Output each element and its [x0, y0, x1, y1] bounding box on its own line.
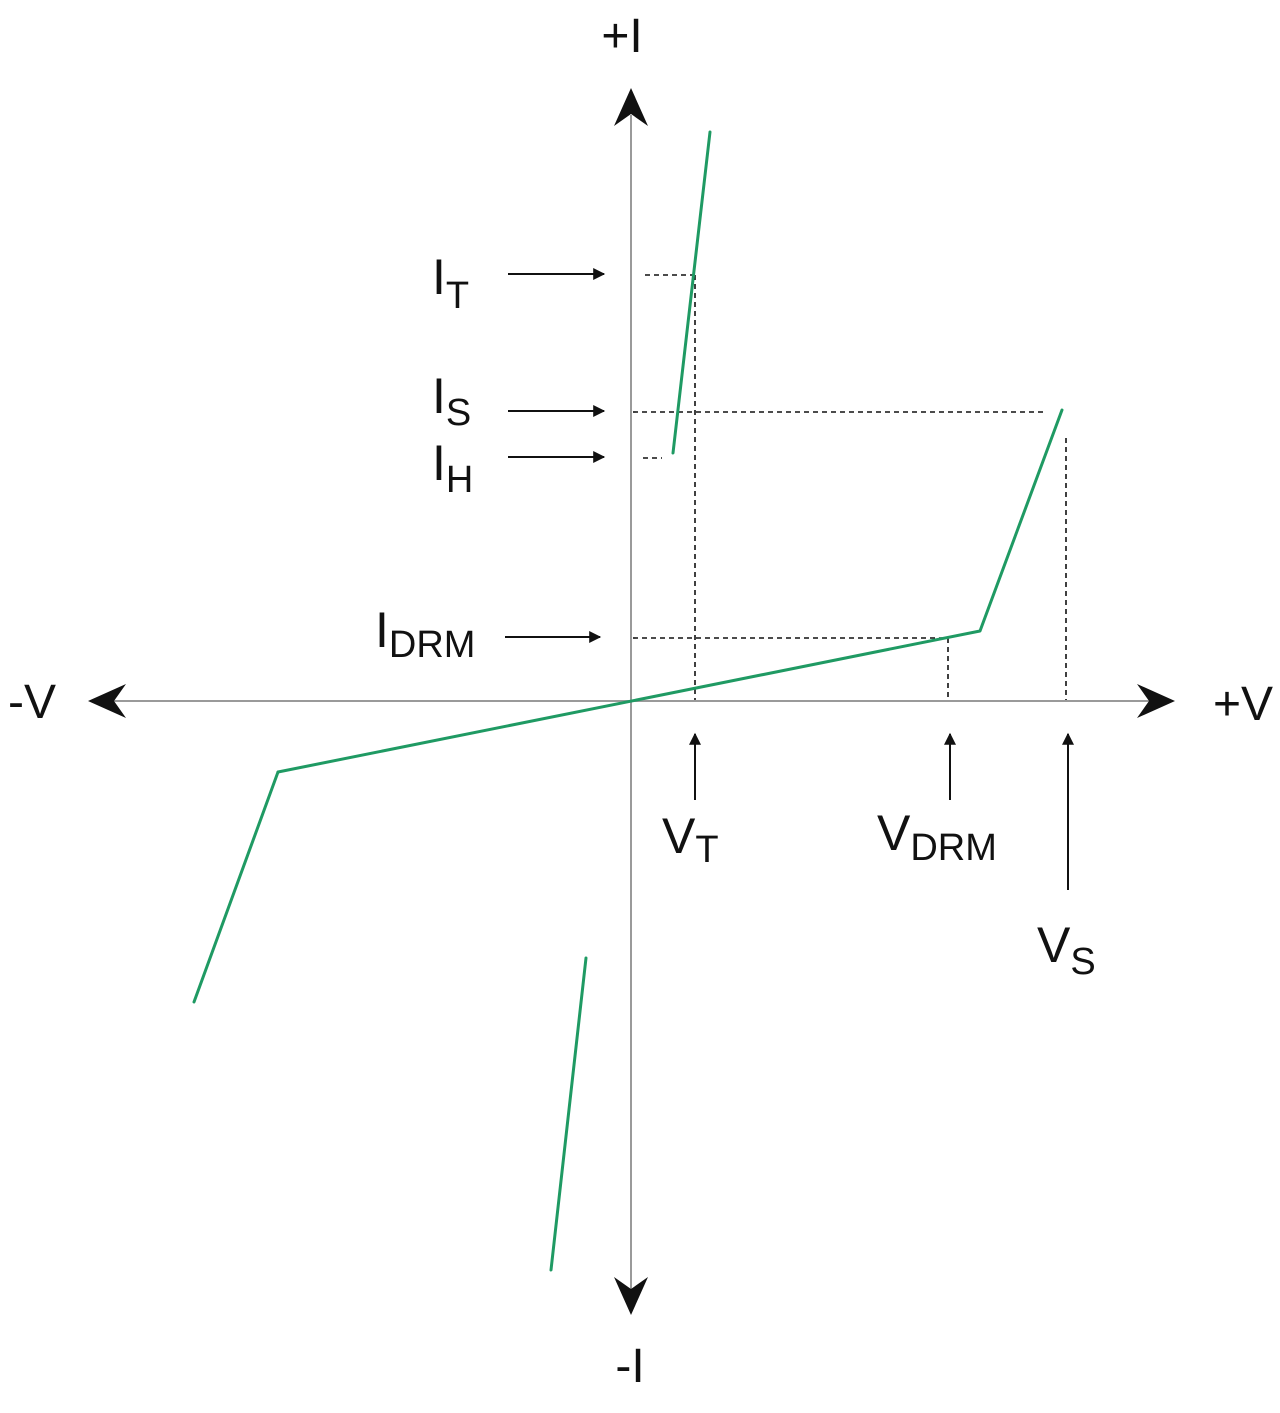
y-axis-down-arrowhead [614, 1277, 648, 1315]
x-axis-positive-label: +V [1213, 678, 1273, 731]
idrm-label: IDRM [375, 602, 475, 666]
reverse-conduction-curve [549, 956, 588, 1272]
vt-label: VT [662, 808, 719, 871]
reverse-breakdown-curve [192, 770, 280, 1004]
forward-blocking-curve [276, 408, 1064, 774]
x-axis-negative-label: -V [8, 676, 56, 729]
vs-label: VS [1037, 917, 1096, 983]
y-axis-positive-label: +I [601, 10, 642, 63]
x-axis-right-arrowhead [1137, 684, 1175, 718]
y-axis-up-arrowhead [614, 88, 648, 126]
it-label: IT [432, 249, 469, 317]
ih-label: IH [432, 435, 473, 501]
on-state-curve [671, 130, 712, 455]
y-axis-negative-label: -I [615, 1340, 644, 1393]
x-axis-left-arrowhead [88, 684, 126, 718]
is-label: IS [432, 368, 471, 434]
vdrm-label: VDRM [877, 805, 997, 869]
